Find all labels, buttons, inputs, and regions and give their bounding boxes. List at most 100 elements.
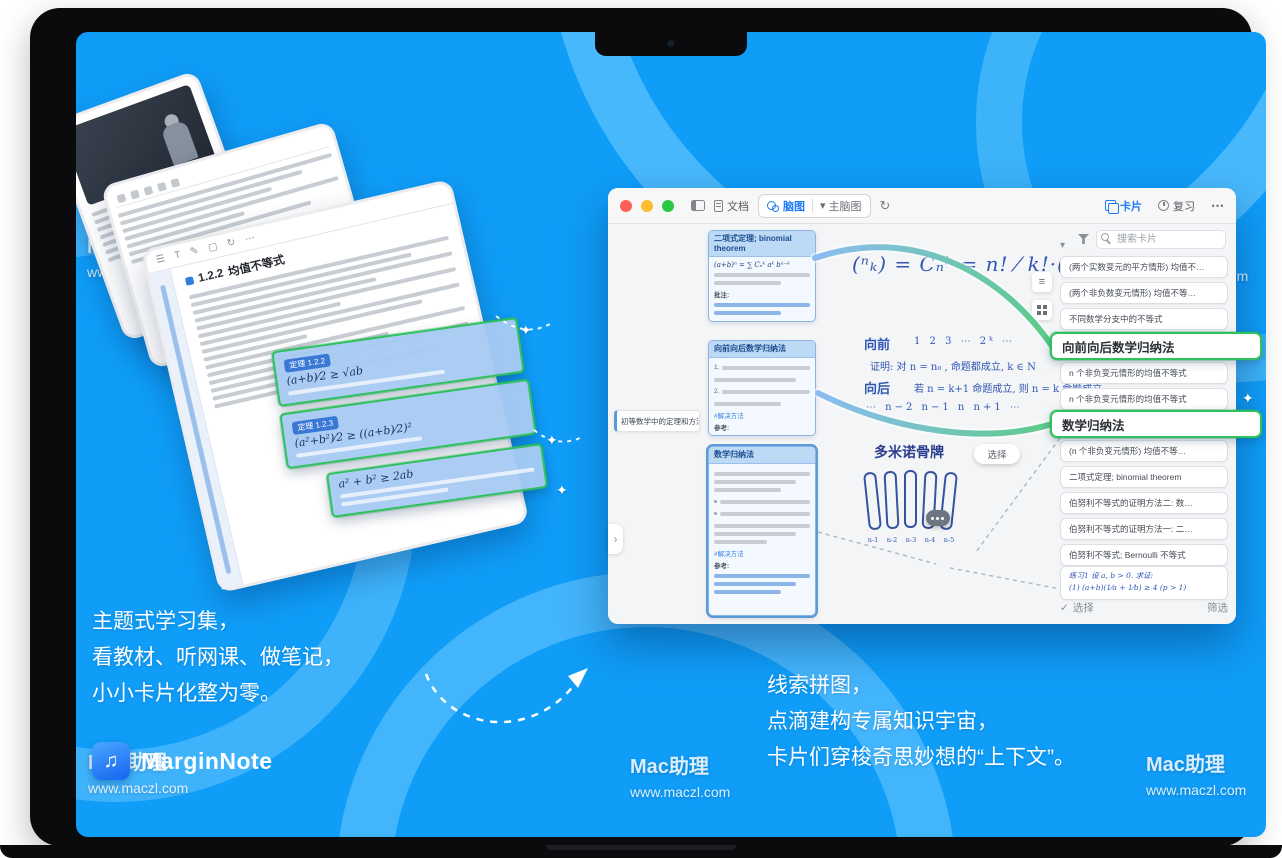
pen-icon[interactable]: ✎ — [189, 245, 200, 258]
note-card-forward-backward[interactable]: 向前向后数学归纳法 1. 2. #解决方法 参考: — [708, 340, 816, 436]
cards-icon — [1105, 200, 1119, 214]
review-button[interactable]: 复习 — [1158, 198, 1195, 214]
card-list-item[interactable]: n 个非负变元情形的均值不等式 — [1060, 362, 1228, 384]
watermark-title: Mac助理 — [1146, 754, 1225, 776]
text-tool-icon[interactable]: T — [173, 249, 182, 262]
card-list-item[interactable]: 伯努利不等式的证明方法二: 数… — [1060, 492, 1228, 514]
app-name: MarginNote — [141, 747, 273, 774]
outline-view-button[interactable]: ≡ — [1032, 272, 1052, 292]
text-line — [714, 539, 767, 544]
grid-view-button[interactable] — [1032, 300, 1052, 320]
mindmap-icon — [767, 200, 779, 212]
search-input[interactable] — [1096, 230, 1226, 249]
section-number: 1.2.2 — [197, 267, 225, 285]
formula-text: (a+b)ⁿ = ∑ Cₙᵏ aᵏ bⁿ⁻ᵏ — [714, 261, 790, 270]
filter-icon[interactable] — [1078, 234, 1089, 244]
domino-label: n-3 — [905, 536, 917, 544]
refresh-icon[interactable]: ↻ — [879, 197, 891, 213]
note-label: 批注: — [714, 292, 730, 300]
list-number: 2. — [714, 388, 720, 396]
link-line[interactable] — [714, 303, 810, 308]
text-line — [720, 499, 810, 504]
text-line — [714, 401, 782, 406]
link-line[interactable] — [714, 581, 796, 586]
mindmap-root-node[interactable]: 初等数学中的定理和方法 — [614, 410, 700, 432]
select-button[interactable]: ✓ 选择 — [1060, 600, 1094, 615]
card-list-item[interactable]: (两个非负数变元情形) 均值不等… — [1060, 282, 1228, 304]
tab-document[interactable]: 文档 — [714, 198, 749, 214]
map-selector-dropdown[interactable]: ▾ 主脑图 — [820, 198, 862, 214]
text-line — [714, 531, 796, 536]
card-list-item[interactable]: 二项式定理; binomial theorem — [1060, 466, 1228, 488]
card-list-item[interactable]: n 个非负变元情形的均值不等式 — [1060, 388, 1228, 410]
note-card-title: 向前向后数学归纳法 — [709, 341, 815, 358]
highlighted-card-forward-backward[interactable]: 向前向后数学归纳法 — [1050, 332, 1262, 360]
card-list-item[interactable]: (n 个非负变元情形) 均值不等… — [1060, 440, 1228, 462]
toolbar-icon — [116, 192, 127, 203]
tab-mindmap[interactable]: 脑图 — [767, 198, 805, 214]
note-card-body: 1. 2. #解决方法 参考: — [709, 358, 815, 435]
filter-button[interactable]: 筛选 — [1207, 602, 1228, 614]
caption-line: 主题式学习集， — [92, 610, 239, 633]
titlebar-right-cluster: 卡片 复习 ⋯ — [1105, 198, 1224, 214]
text-line — [720, 511, 810, 516]
sidebar-bottom-bar: ✓ 选择 筛选 — [1060, 600, 1228, 615]
domino-sketch — [883, 470, 900, 530]
map-selector-label: 主脑图 — [828, 200, 862, 213]
caption-line: 看教材、听网课、做笔记， — [92, 646, 344, 669]
forward-sequence: 1 2 3 ⋯ 2ᵏ ⋯ — [914, 336, 1015, 347]
domino-label: n-4 — [924, 536, 936, 544]
caption-left: 主题式学习集， 看教材、听网课、做笔记， 小小卡片化整为零。 — [92, 604, 344, 712]
caption-right: 线索拼图， 点滴建构专属知识宇宙， 卡片们穿梭奇思妙想的“上下文”。 — [767, 668, 1075, 776]
menu-icon[interactable]: ☰ — [154, 253, 167, 266]
domino-label: n-2 — [886, 536, 898, 544]
reference-label: 参考: — [714, 424, 730, 432]
exercise-line: 练习1 设 a, b > 0. 求证: — [1069, 571, 1154, 580]
grid-icon — [1037, 305, 1047, 315]
tab-mindmap-label: 脑图 — [783, 200, 805, 213]
text-line — [722, 389, 810, 394]
card-list-item[interactable]: 伯努利不等式; Bernoulli 不等式 — [1060, 544, 1228, 566]
text-line — [714, 523, 810, 528]
close-button[interactable] — [620, 199, 632, 212]
sequence-dots: ⋯ n−2 n−1 n n+1 ⋯ — [866, 402, 1023, 413]
minimize-button[interactable] — [641, 199, 653, 212]
link-line[interactable] — [714, 573, 810, 578]
highlight-icon[interactable]: ▢ — [207, 240, 219, 254]
forward-label: 向前 — [864, 338, 891, 353]
fullscreen-button[interactable] — [662, 199, 674, 212]
cards-button[interactable]: 卡片 — [1105, 198, 1142, 214]
highlighted-card-induction[interactable]: 数学归纳法 — [1050, 410, 1262, 438]
select-pill-button[interactable]: 选择 — [974, 444, 1020, 464]
toolbar-icon — [156, 181, 167, 192]
more-button[interactable]: ⋯ — [1211, 197, 1224, 213]
card-list-item[interactable]: 伯努利不等式的证明方法一: 二… — [1060, 518, 1228, 540]
link-line[interactable] — [714, 589, 782, 594]
more-icon[interactable]: ⋯ — [243, 232, 257, 246]
review-button-label: 复习 — [1173, 200, 1195, 213]
sidebar-toggle-icon[interactable] — [691, 200, 705, 211]
note-card-binomial[interactable]: 二项式定理; binomial theorem (a+b)ⁿ = ∑ Cₙᵏ a… — [708, 230, 816, 322]
camera-notch — [595, 32, 747, 56]
card-list-item-exercise[interactable]: 练习1 设 a, b > 0. 求证: (1) (a+b)(1⁄a + 1⁄b)… — [1060, 566, 1228, 600]
undo-icon[interactable]: ↻ — [226, 236, 237, 250]
note-card-induction[interactable]: 数学归纳法 #解决方法 参考: — [708, 446, 816, 616]
list-number: 1. — [714, 364, 720, 372]
select-button-label: 选择 — [1072, 602, 1094, 614]
card-list-item[interactable]: 不同数学分支中的不等式 — [1060, 308, 1228, 330]
domino-label: n-1 — [867, 536, 879, 544]
hashtag[interactable]: #解决方法 — [714, 412, 744, 420]
domino-title: 多米诺骨牌 — [874, 445, 944, 461]
marginnote-window: 文档 脑图 ▾ 主脑图 ↻ 卡片 — [608, 188, 1236, 624]
watermark-url: www.maczl.com — [630, 784, 731, 800]
hashtag[interactable]: #解决方法 — [714, 550, 744, 558]
search-field[interactable] — [1096, 229, 1226, 249]
exercise-line: (1) (a+b)(1⁄a + 1⁄b) ≥ 4 (p > 1) — [1069, 583, 1187, 592]
link-line[interactable] — [714, 311, 782, 316]
card-list-item[interactable]: (两个实数变元的平方情形) 均值不… — [1060, 256, 1228, 278]
sidebar-search-row — [1078, 229, 1226, 249]
expand-handle[interactable]: › — [608, 524, 623, 554]
domino-sketch — [863, 471, 882, 531]
collapse-list-icon[interactable]: ▾ — [1060, 240, 1066, 251]
